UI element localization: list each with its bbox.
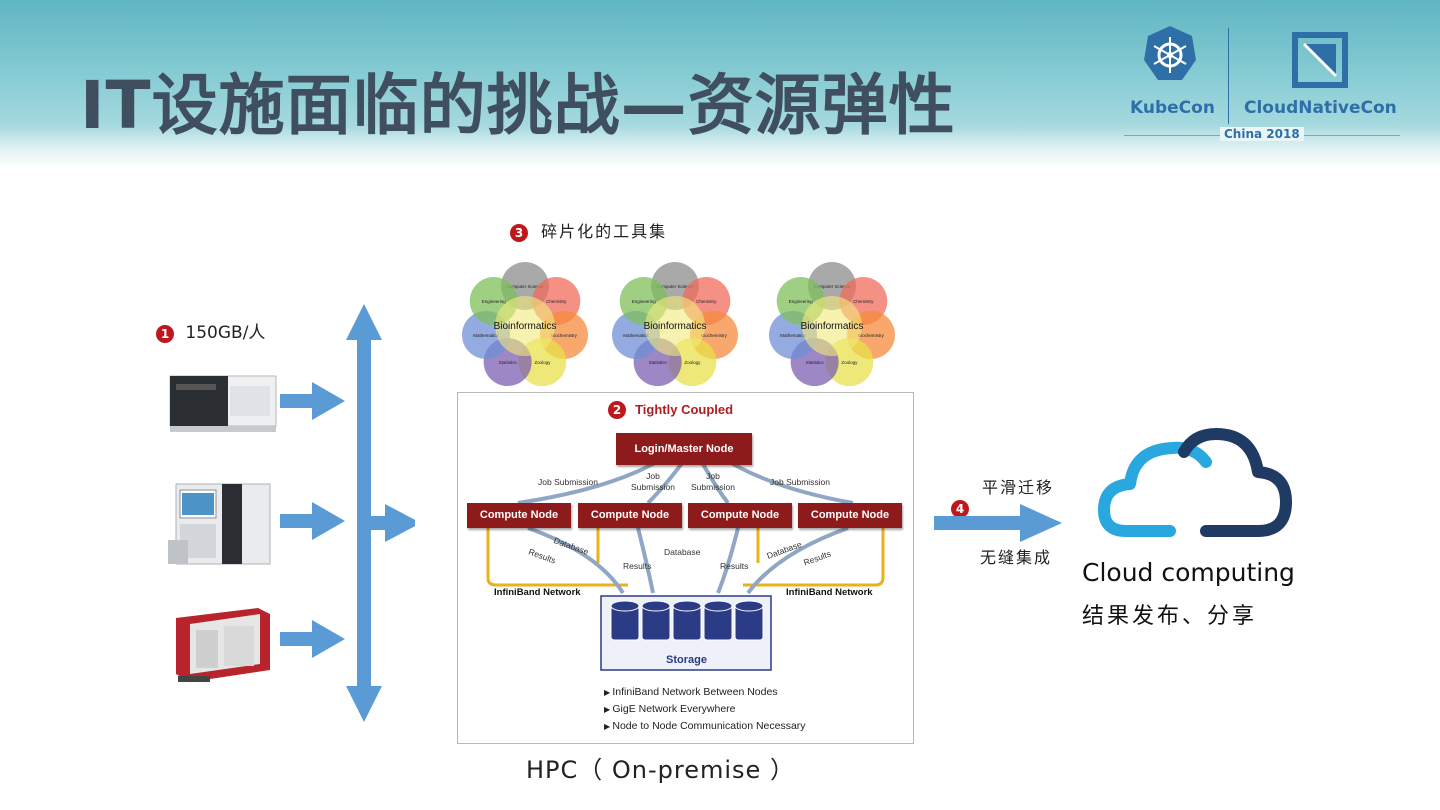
toolkit-note: 3 碎片化的工具集 [510, 218, 667, 242]
toolkit-petal-label: Engineering [632, 299, 657, 304]
badge-4: 4 [951, 500, 969, 518]
kubecon-logo: KubeCon CloudNativeCon China 2018 [1120, 22, 1410, 152]
kubecon-text: KubeCon [1130, 98, 1215, 118]
job-label-1: Job [646, 471, 660, 481]
toolkit-petal-label: Chemistry [696, 299, 717, 304]
database-label-2: Database [664, 547, 701, 557]
sequencer-device-2 [168, 483, 271, 565]
tightly-coupled-text: Tightly Coupled [635, 402, 734, 417]
header-banner [0, 0, 1440, 165]
migration-below: 无缝集成 [980, 548, 1053, 567]
toolkit-petal-label: Biochemistry [551, 333, 578, 338]
toolkit-petal-label: Mathematics [623, 333, 649, 338]
cloud-sub: 结果发布、分享 [1082, 604, 1258, 629]
migration-badge: 4 [951, 498, 969, 518]
toolkit-center-label: Bioinformatics [494, 321, 557, 332]
badge-3: 3 [510, 224, 528, 242]
toolkit-center [645, 296, 705, 356]
job-submission-mid-left: Job Submission [631, 471, 675, 493]
submission-label-2: Submission [691, 482, 735, 492]
toolkit-flower-svg: Computer ScienceChemistryBiochemistryZoo… [769, 262, 895, 387]
toolkit-center [802, 296, 862, 356]
hpc-bullet-3: Node to Node Communication Necessary [604, 720, 805, 732]
hpc-caption: HPC（ On-premise ） [526, 756, 795, 784]
toolkit-petal-label: Mathematics [780, 333, 806, 338]
results-label-2: Results [623, 561, 652, 571]
storage-label: Storage [666, 654, 707, 666]
toolkit-petal-label: Mathematics [473, 333, 499, 338]
toolkit-petal-label: Statistics [649, 360, 668, 365]
infiniband-right: InfiniBand Network [786, 587, 873, 598]
toolkit-petal-label: Computer Science [656, 284, 694, 289]
toolkit-petal-label: Engineering [482, 299, 507, 304]
submission-label-1: Submission [631, 482, 675, 492]
toolkit-petal-label: Biochemistry [701, 333, 728, 338]
sequencer-device-1 [169, 375, 277, 432]
infiniband-left: InfiniBand Network [494, 587, 581, 598]
toolkit-petal-label: Computer Science [506, 284, 544, 289]
cloud-label: Cloud computing [1082, 558, 1295, 587]
toolkit-petal-label: Zoology [841, 360, 858, 365]
event-year: China 2018 [1220, 127, 1304, 141]
toolkit-petal-label: Computer Science [813, 284, 851, 289]
migration-above: 平滑迁移 [982, 478, 1055, 497]
badge-1: 1 [156, 325, 174, 343]
tightly-coupled-heading: 2 Tightly Coupled [608, 399, 733, 419]
data-volume-note: 1 150GB/人 [156, 318, 265, 343]
toolkit-petal-label: Chemistry [853, 299, 874, 304]
storage-disks [610, 600, 764, 641]
toolkit-center [495, 296, 555, 356]
toolkit-petal-label: Zoology [684, 360, 701, 365]
migration-arrow [934, 504, 1062, 542]
logo-divider [1228, 28, 1229, 124]
cloudnative-icon [1292, 32, 1348, 88]
job-label-2: Job [706, 471, 720, 481]
job-submission-left: Job Submission [538, 477, 599, 487]
slide-title: IT设施面临的挑战—资源弹性 [80, 67, 956, 144]
cloud-icon [1098, 428, 1292, 537]
toolkit-center-label: Bioinformatics [644, 321, 707, 332]
toolkit-petal-label: Biochemistry [858, 333, 885, 338]
left-arrows [280, 304, 415, 722]
compute-node-2: Compute Node [578, 503, 682, 528]
cloudnativecon-text: CloudNativeCon [1244, 98, 1397, 118]
toolkit-petal-label: Statistics [806, 360, 825, 365]
kubernetes-helm-icon [1144, 26, 1196, 80]
results-label-3: Results [720, 561, 749, 571]
hpc-diagram: 2 Tightly Coupled Login/Master Node Job … [457, 392, 914, 744]
toolkit-petal-label: Statistics [499, 360, 518, 365]
toolkit-petal-label: Engineering [789, 299, 814, 304]
sequencer-device-3 [176, 608, 270, 682]
toolkit-center-label: Bioinformatics [801, 321, 864, 332]
job-submission-right: Job Submission [770, 477, 831, 487]
toolkit-flower-svg: Computer ScienceChemistryBiochemistryZoo… [612, 262, 738, 387]
toolkit-flower-svg: Computer ScienceChemistryBiochemistryZoo… [462, 262, 588, 387]
toolkit-petal-label: Chemistry [546, 299, 567, 304]
toolkit-petal-label: Zoology [534, 360, 551, 365]
hpc-bullet-1: InfiniBand Network Between Nodes [604, 686, 777, 698]
badge-2: 2 [608, 401, 626, 419]
compute-node-1: Compute Node [467, 503, 571, 528]
job-submission-mid-right: Job Submission [691, 471, 735, 493]
data-volume-text: 150GB/人 [185, 323, 266, 343]
master-node: Login/Master Node [616, 433, 752, 465]
compute-node-3: Compute Node [688, 503, 792, 528]
toolkit-note-text: 碎片化的工具集 [541, 222, 668, 241]
hpc-bullet-2: GigE Network Everywhere [604, 703, 735, 715]
compute-node-4: Compute Node [798, 503, 902, 528]
